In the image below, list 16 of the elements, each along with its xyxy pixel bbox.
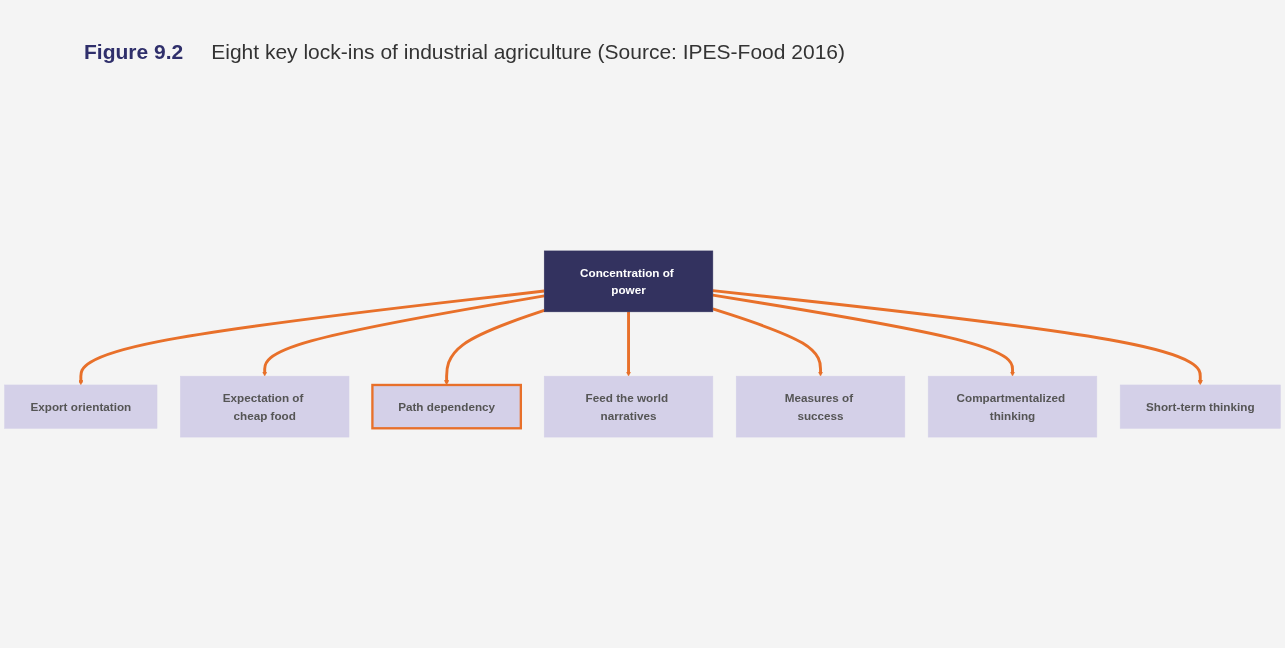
figure-number: Figure 9.2 xyxy=(84,40,184,63)
figure-title: Eight key lock-ins of industrial agriculture (Source: IPES-Food 2016) xyxy=(211,40,845,63)
arrow xyxy=(712,307,824,377)
node-box: Path dependency xyxy=(371,383,522,430)
node-box: Concentration of power xyxy=(543,250,714,313)
arrow xyxy=(712,289,1203,386)
node-box: Compartmentalized thinking xyxy=(927,375,1098,438)
arrow xyxy=(262,294,545,377)
node-box: Short-term thinking xyxy=(1119,384,1281,429)
node-box: Measures of success xyxy=(735,375,906,438)
node-box: Export orientation xyxy=(4,384,158,429)
arrow xyxy=(78,289,545,386)
node-box: Feed the world narratives xyxy=(543,375,714,438)
arrow xyxy=(625,311,632,377)
arrow xyxy=(712,293,1016,377)
node-box: Expectation of cheap food xyxy=(180,375,350,438)
